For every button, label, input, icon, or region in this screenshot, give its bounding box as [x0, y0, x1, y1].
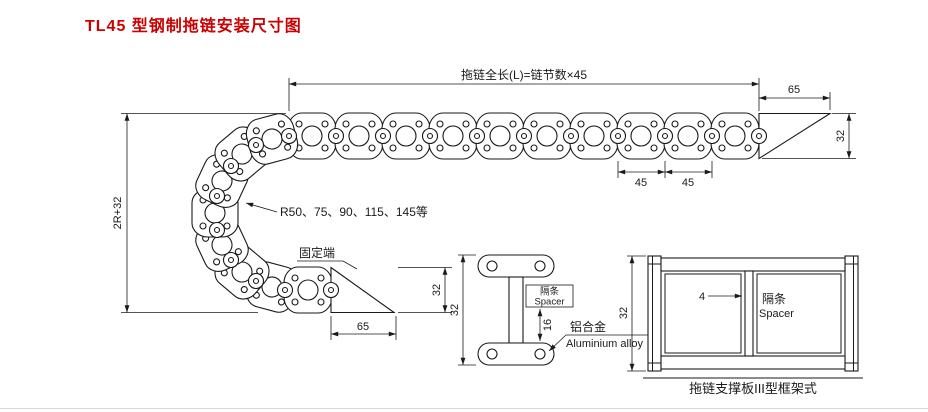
chain-joint	[609, 127, 627, 145]
frame-panel-right	[756, 273, 842, 354]
dim-16: 16	[542, 319, 554, 331]
dim-overall-height: 2R+32	[112, 113, 286, 313]
frame-bottom-plate	[660, 355, 846, 370]
chain-joint	[327, 127, 345, 145]
chain-joint	[703, 127, 721, 145]
frame-left-rail	[647, 255, 662, 372]
chain-joint	[208, 221, 226, 239]
frame-spacer-label-en: Spacer	[759, 308, 794, 320]
chain-joint	[276, 281, 294, 299]
dim-32-right: 32	[835, 130, 847, 142]
frame-right-rail	[844, 255, 859, 372]
chain-joint	[515, 127, 533, 145]
frame-panel-left	[664, 273, 742, 354]
leader-line	[245, 202, 278, 213]
dim-2r32: 2R+32	[112, 197, 124, 230]
leader-line	[342, 260, 358, 270]
chain-joint	[222, 157, 240, 175]
dim-45-right: 45	[682, 177, 694, 189]
spacer-label-cn: 隔条	[540, 286, 560, 298]
chain-joint	[421, 127, 439, 145]
chain-joint	[222, 251, 240, 269]
end-bracket-bottom	[330, 266, 396, 314]
fixed-end-label: 固定端	[299, 245, 335, 260]
alloy-label-cn: 铝合金	[570, 319, 606, 334]
spacer-label-en: Spacer	[534, 297, 564, 308]
frame-spacer-bar	[744, 270, 754, 357]
dim-32-bottom: 32	[431, 284, 443, 296]
chain-joint	[374, 127, 392, 145]
spacer-label-box	[525, 284, 574, 308]
dim-65-bottom: 65	[357, 321, 369, 333]
frame-caption: 拖链支撑板III型框架式	[689, 381, 817, 396]
chain-joint	[562, 127, 580, 145]
section-bottom-plate	[477, 342, 555, 366]
frame-view: 32 4 隔条 Spacer 拖链支撑板III型框架式	[618, 255, 863, 396]
leader-line	[548, 334, 567, 352]
chain-joint	[322, 281, 340, 299]
bolt-hole	[534, 260, 546, 272]
dim-32-section: 32	[449, 304, 461, 316]
dim-chain-height-right: 32	[762, 113, 856, 159]
chain-joint	[247, 272, 265, 290]
dim-4: 4	[699, 291, 705, 303]
chain-joint	[656, 127, 674, 145]
fixed-end-callout: 固定端	[297, 245, 358, 270]
total-length-label: 拖链全长(L)=链节数×45	[461, 67, 587, 82]
chain-joint	[750, 127, 768, 145]
dim-total-length: 拖链全长(L)=链节数×45	[288, 67, 760, 111]
page-bottom-rule	[0, 408, 928, 409]
drag-chain-assembly	[190, 110, 832, 316]
alloy-label-en: Aluminium alloy	[566, 338, 644, 350]
dim-link-pitch: 45 45	[617, 161, 713, 189]
chain-joint	[468, 127, 486, 145]
dim-45-left: 45	[635, 177, 647, 189]
chain-joint	[280, 127, 298, 145]
dim-bracket-length-top: 65	[759, 84, 831, 110]
dim-32-frame: 32	[618, 307, 630, 319]
cross-section-view: 32 隔条 Spacer 16 铝合金 Aluminium alloy	[449, 254, 648, 366]
bolt-hole	[534, 348, 546, 360]
dim-chain-height-bottom: 32	[398, 267, 452, 313]
bolt-hole	[486, 348, 498, 360]
end-bracket-top	[758, 112, 832, 160]
dim-bracket-length-bottom: 65	[330, 316, 397, 340]
dim-65-top: 65	[788, 84, 800, 96]
page-title: TL45 型钢制拖链安装尺寸图	[85, 18, 302, 35]
frame-top-plate	[660, 257, 846, 272]
frame-spacer-label-cn: 隔条	[762, 292, 786, 306]
radius-note-label: R50、75、90、115、145等	[280, 205, 428, 219]
chain-joint	[208, 187, 226, 205]
bolt-hole	[486, 260, 498, 272]
section-web	[508, 276, 524, 344]
radius-note: R50、75、90、115、145等	[245, 202, 428, 219]
chain-joint	[247, 136, 265, 154]
